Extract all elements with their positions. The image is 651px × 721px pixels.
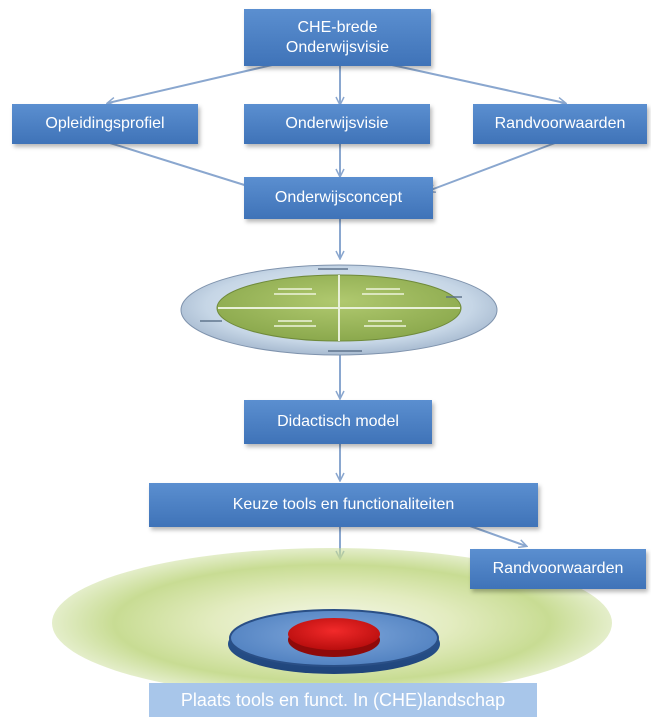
onderwijsconcept-box: Onderwijsconcept <box>244 177 433 219</box>
arrow-randvoorwaarden-to-concept <box>428 142 556 191</box>
arrow-opleidingsprofiel-to-concept <box>109 142 254 188</box>
randvoorwaarden-top-label: Randvoorwaarden <box>494 115 626 132</box>
che-brede-line: CHE-brede <box>297 18 378 36</box>
disc-quadrant-markings <box>274 288 406 327</box>
onderwijsconcept-disc-model <box>180 264 498 356</box>
che-brede-onderwijsvisie-box: CHE-brede Onderwijsvisie <box>244 9 431 66</box>
red-disc <box>288 618 380 650</box>
keuze-tools-label: Keuze tools en functionaliteiten <box>232 496 455 513</box>
landscape-platform <box>228 609 440 674</box>
didactisch-model-label: Didactisch model <box>277 413 399 430</box>
onderwijsvisie-box: Onderwijsvisie <box>244 104 430 144</box>
arrow-keuze-to-randvoorwaarden <box>469 525 526 546</box>
randvoorwaarden-bottom-box: Randvoorwaarden <box>470 549 646 589</box>
landscape-label-box: Plaats tools en funct. In (CHE)landschap <box>149 683 537 717</box>
onderwijsvisie-label: Onderwijsvisie <box>285 115 389 132</box>
arrow-top-to-randvoorwaarden <box>391 64 565 103</box>
randvoorwaarden-bottom-label: Randvoorwaarden <box>492 560 624 577</box>
onderwijsconcept-label: Onderwijsconcept <box>274 189 403 206</box>
disc-ring-markings <box>200 268 462 352</box>
randvoorwaarden-top-box: Randvoorwaarden <box>473 104 647 144</box>
keuze-tools-box: Keuze tools en functionaliteiten <box>149 483 538 527</box>
landscape-label: Plaats tools en funct. In (CHE)landschap <box>180 689 506 710</box>
arrow-top-to-opleidingsprofiel <box>108 64 273 103</box>
onderwijsvisie-line: Onderwijsvisie <box>285 38 390 56</box>
opleidingsprofiel-box: Opleidingsprofiel <box>12 104 198 144</box>
opleidingsprofiel-label: Opleidingsprofiel <box>45 115 165 132</box>
didactisch-model-box: Didactisch model <box>244 400 432 444</box>
